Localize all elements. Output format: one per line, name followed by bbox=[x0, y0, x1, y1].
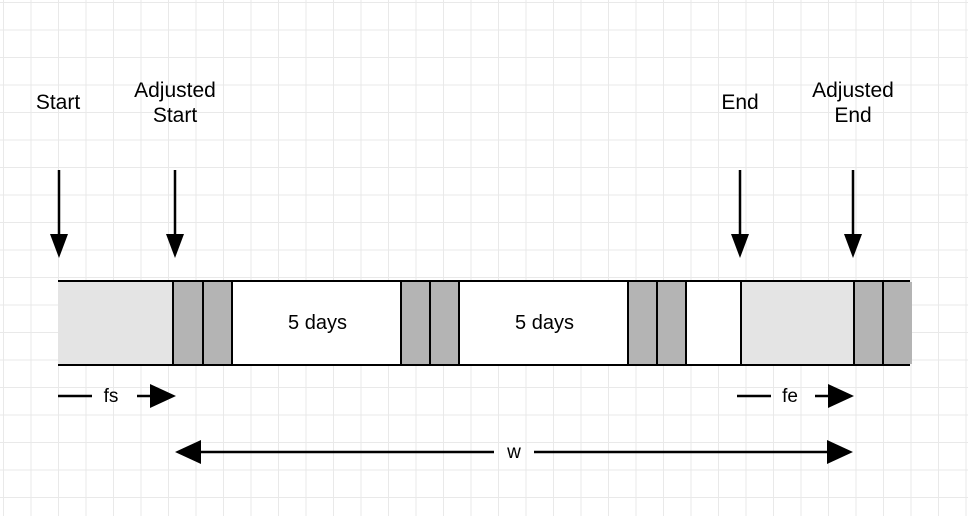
bar-cell-workday-3 bbox=[402, 282, 431, 364]
marker-label-adjusted-end: Adjusted End bbox=[812, 79, 894, 127]
segment-label-five-days-1: 5 days bbox=[288, 311, 347, 334]
timeline-bar: 5 days 5 days bbox=[57, 280, 912, 366]
bar-cell-weekend-end-block bbox=[742, 282, 855, 364]
measure-label-w: w bbox=[507, 442, 521, 463]
marker-arrow-end bbox=[731, 170, 749, 258]
bar-cell-span-5-days-1 bbox=[233, 282, 402, 364]
bar-cell-workday-2 bbox=[204, 282, 233, 364]
measure-label-fe: fe bbox=[782, 386, 798, 407]
bar-cell-workday-7 bbox=[855, 282, 884, 364]
bar-cell-span-5-days-2 bbox=[460, 282, 629, 364]
bar-cell-workday-5 bbox=[629, 282, 658, 364]
bar-cell-weekend-start-block bbox=[57, 282, 174, 364]
marker-label-start: Start bbox=[35, 91, 81, 114]
measure-label-fs: fs bbox=[103, 386, 119, 407]
marker-arrow-adjusted-end bbox=[844, 170, 862, 258]
marker-arrow-start bbox=[50, 170, 68, 258]
marker-label-adjusted-start: Adjusted Start bbox=[134, 79, 216, 127]
bar-cell-workday-1 bbox=[174, 282, 204, 364]
marker-arrow-adjusted-start bbox=[166, 170, 184, 258]
bar-cell-workday-4 bbox=[431, 282, 460, 364]
segment-label-five-days-2: 5 days bbox=[515, 311, 574, 334]
bar-cell-gap-white bbox=[687, 282, 742, 364]
bar-cell-workday-6 bbox=[658, 282, 687, 364]
bar-cell-workday-8 bbox=[884, 282, 912, 364]
marker-label-end: End bbox=[721, 91, 759, 114]
